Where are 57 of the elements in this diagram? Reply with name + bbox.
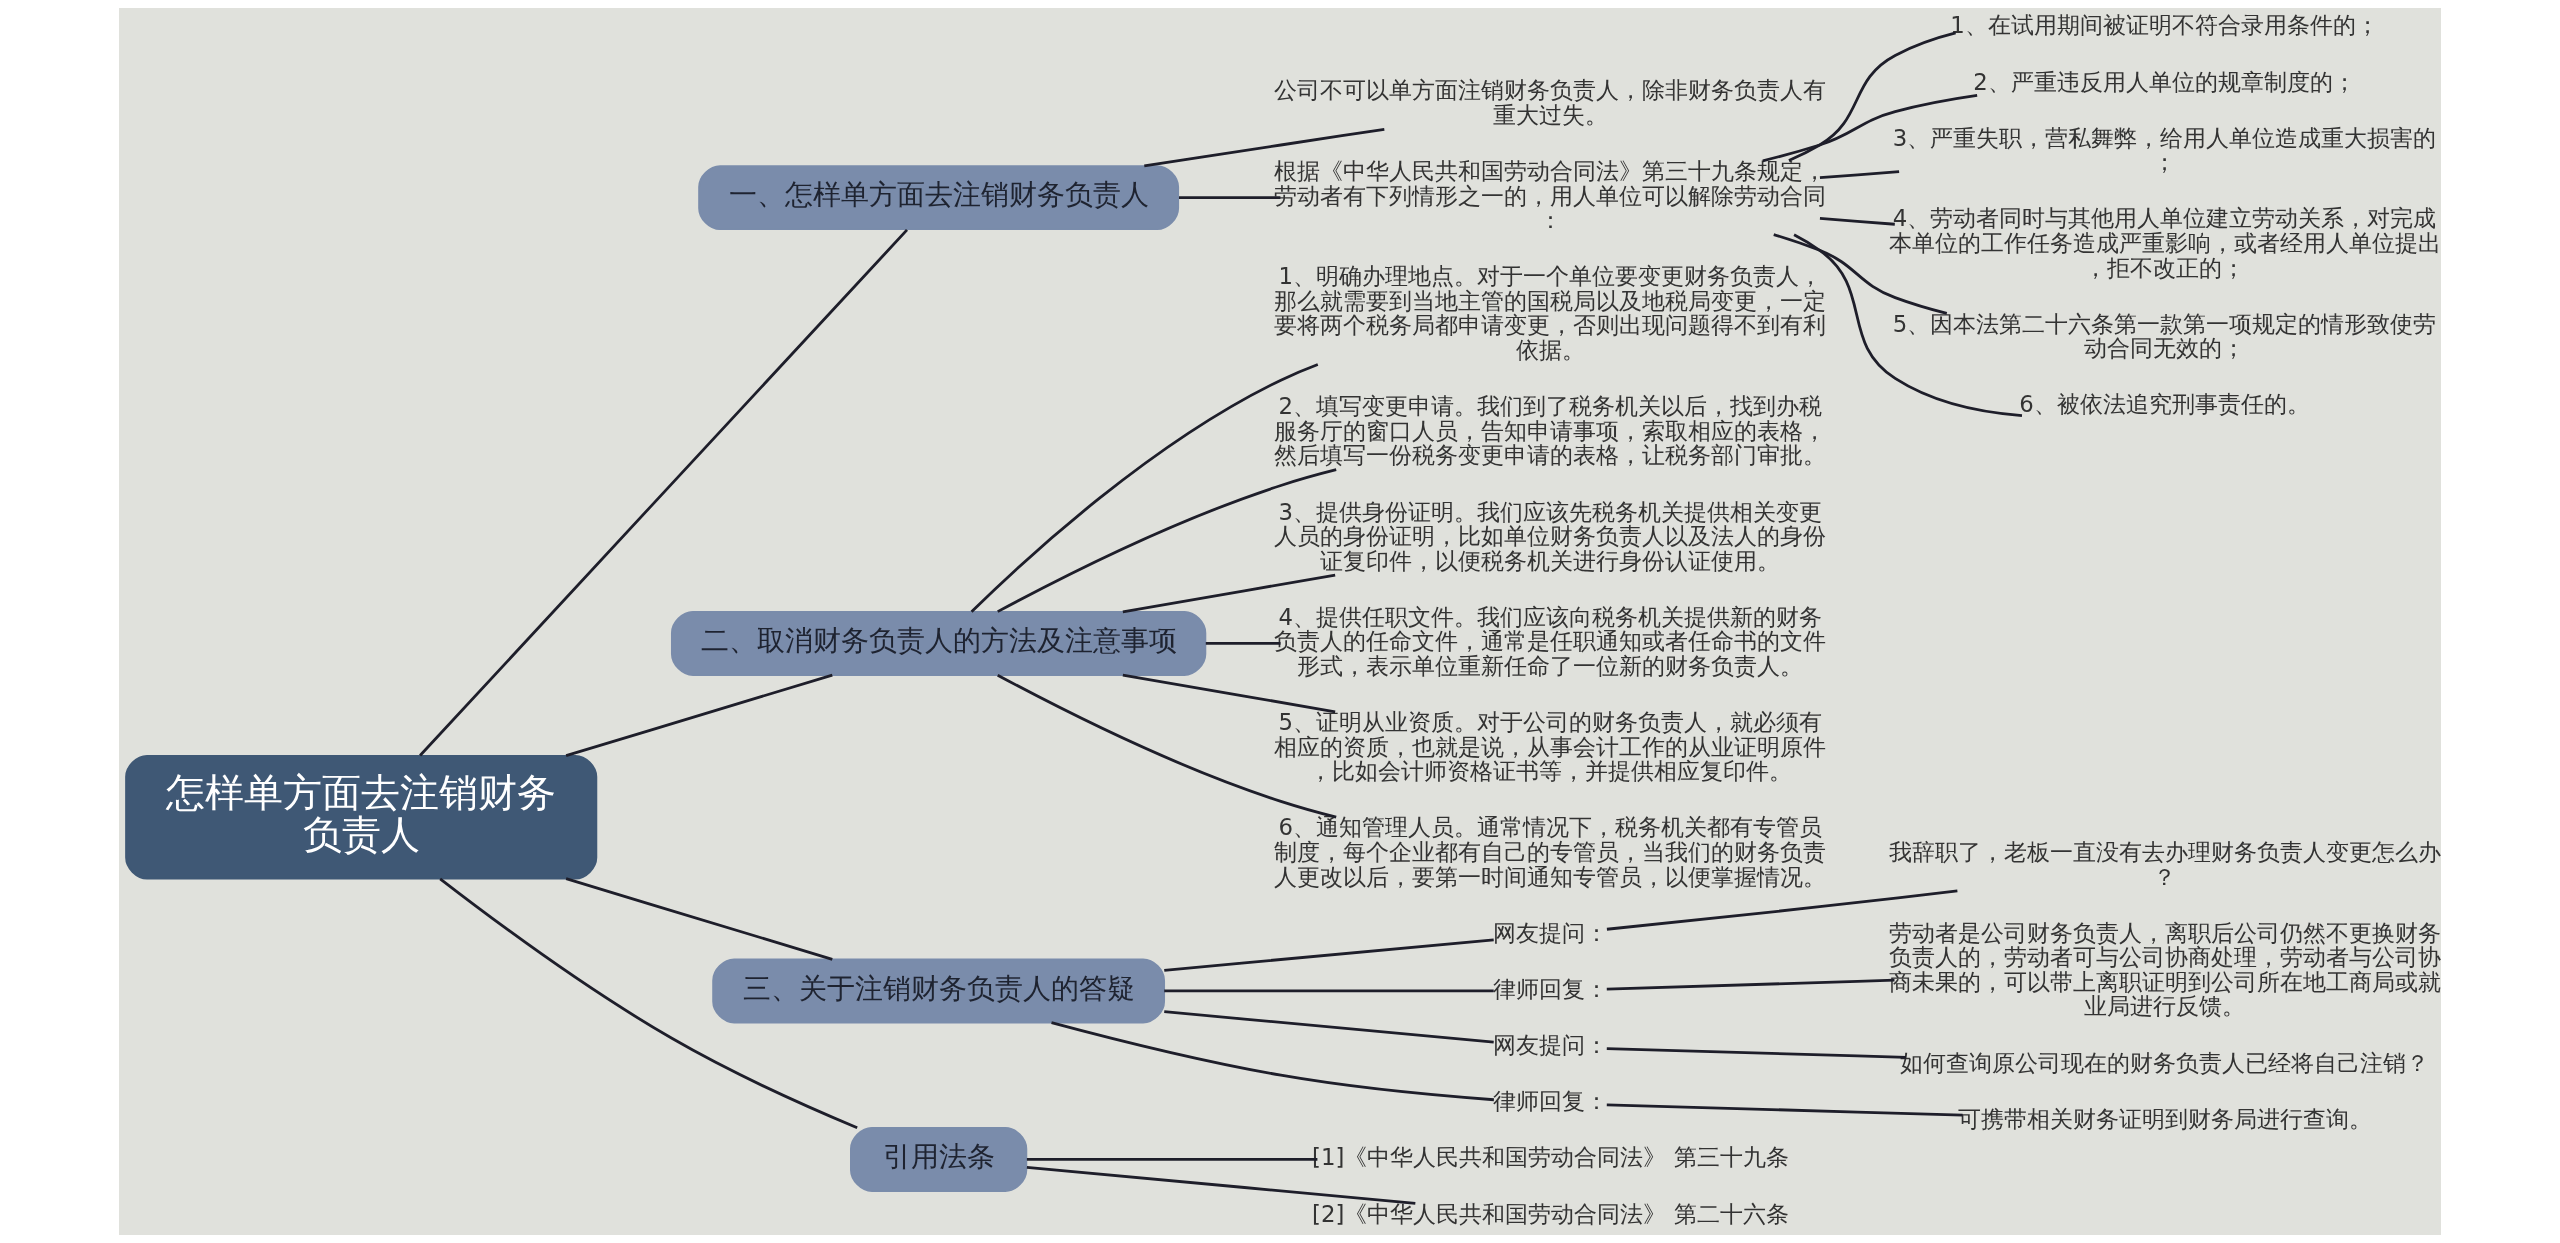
connector [1122,673,1336,714]
node-box: 引用法条 [850,1126,1028,1192]
node-box: 一、怎样单方面去注销财务负责人 [698,165,1180,231]
node-text: 我辞职了，老板一直没有去办理财务负责人变更怎么办？ [1888,839,2441,890]
connector [1026,1158,1318,1161]
connector [1164,1010,1494,1044]
node-text: 1、明确办理地点。对于一个单位要变更财务负责人，那么就需要到当地主管的国税局以及地税局变更，一定要将两个税务局都申请变更，否则出现问题得不到有利依据。 [1274,263,1827,364]
node-text: 律师回复： [1492,975,1608,1002]
connector [1164,938,1494,972]
connector [1606,1047,1907,1059]
node-text: 6、被依法追究刑事责任的。 [2019,391,2310,418]
connector [1205,642,1281,645]
node-box: 三、关于注销财务负责人的答疑 [712,958,1166,1024]
connector [1606,889,1958,931]
connector [997,674,1337,819]
node-text: [2]《中华人民共和国劳动合同法》 第二十六条 [1312,1200,1789,1227]
connector [997,468,1337,613]
node-box: 二、取消财务负责人的方法及注意事项 [671,610,1207,676]
node-text: 3、严重失职，营私舞弊，给用人单位造成重大损害的； [1892,124,2437,176]
node-text: 2、填写变更申请。我们到了税务机关以后，找到办税服务厅的窗口人员，告知申请事项，索取相应的表格，然后填写一份税务变更申请的表格，让税务部门审批。 [1274,393,1827,469]
connector [1793,233,2023,417]
connector [1026,1166,1416,1205]
node-text: 4、劳动者同时与其他用人单位建立劳动关系，对完成本单位的工作任务造成严重影响，或者经用人单位提出，拒不改正的； [1888,205,2441,281]
connector [1606,1103,1963,1117]
connector [1788,31,1956,162]
connector [1164,989,1494,993]
node-text: 可携带相关财务证明到财务局进行查询。 [1957,1105,2372,1132]
connector [1051,1021,1494,1102]
connector [1819,170,1900,180]
connector [1773,233,1948,315]
node-text: 公司不可以单方面注销财务负责人，除非财务负责人有重大过失。 [1274,77,1827,128]
node-text: 根据《中华人民共和国劳动合同法》第三十九条规定，劳动者有下列情形之一的，用人单位可以解除劳动合同： [1274,158,1827,234]
connector [439,877,858,1130]
connector [1819,217,1895,226]
connector [970,363,1319,613]
node-text: 网友提问： [1492,1032,1608,1059]
node-text: 律师回复： [1492,1088,1608,1115]
node-text: 6、通知管理人员。通常情况下，税务机关都有专管员制度，每个企业都有自己的专管员，当我们的财务负责人更改以后，要第一时间通知专管员，以便掌握情况。 [1274,814,1827,890]
connector [1606,978,1895,991]
connector [565,877,833,961]
node-text: 4、提供任职文件。我们应该向税务机关提供新的财务负责人的任命文件，通常是任职通知或者任命书的文件形式，表示单位重新任命了一位新的财务负责人。 [1274,603,1827,679]
node-text: 网友提问： [1492,919,1608,946]
node-text: 如何查询原公司现在的财务负责人已经将自己注销？ [1900,1049,2430,1076]
connector [1144,127,1385,168]
node-box: 怎样单方面去注销财务负责人 [125,754,598,880]
node-text: 5、证明从业资质。对于公司的财务负责人，就必须有相应的资质，也就是说，从事会计工作的从业证明原件，比如会计师资格证书等，并提供相应复印件。 [1274,709,1827,785]
connector [1762,94,1978,163]
node-text: 5、因本法第二十六条第一款第一项规定的情形致使劳动合同无效的； [1892,310,2437,362]
node-text: 3、提供身份证明。我们应该先税务机关提供相关变更人员的身份证明，比如单位财务负责人以及法人的身份证复印件，以便税务机关进行身份认证使用。 [1274,498,1827,574]
connector [1122,573,1336,614]
connector [565,673,833,758]
connector [419,228,909,757]
node-text: 1、在试用期间被证明不符合录用条件的； [1950,12,2379,39]
node-text: 2、严重违反用人单位的规章制度的； [1973,68,2356,95]
connector [1179,196,1281,200]
node-text: 劳动者是公司财务负责人，离职后公司仍然不更换财务负责人的，劳动者可与公司协商处理，劳动者与公司协商未果的，可以带上离职证明到公司所在地工商局或就业局进行反馈。 [1888,919,2441,1020]
node-text: [1]《中华人民共和国劳动合同法》 第三十九条 [1312,1144,1789,1171]
